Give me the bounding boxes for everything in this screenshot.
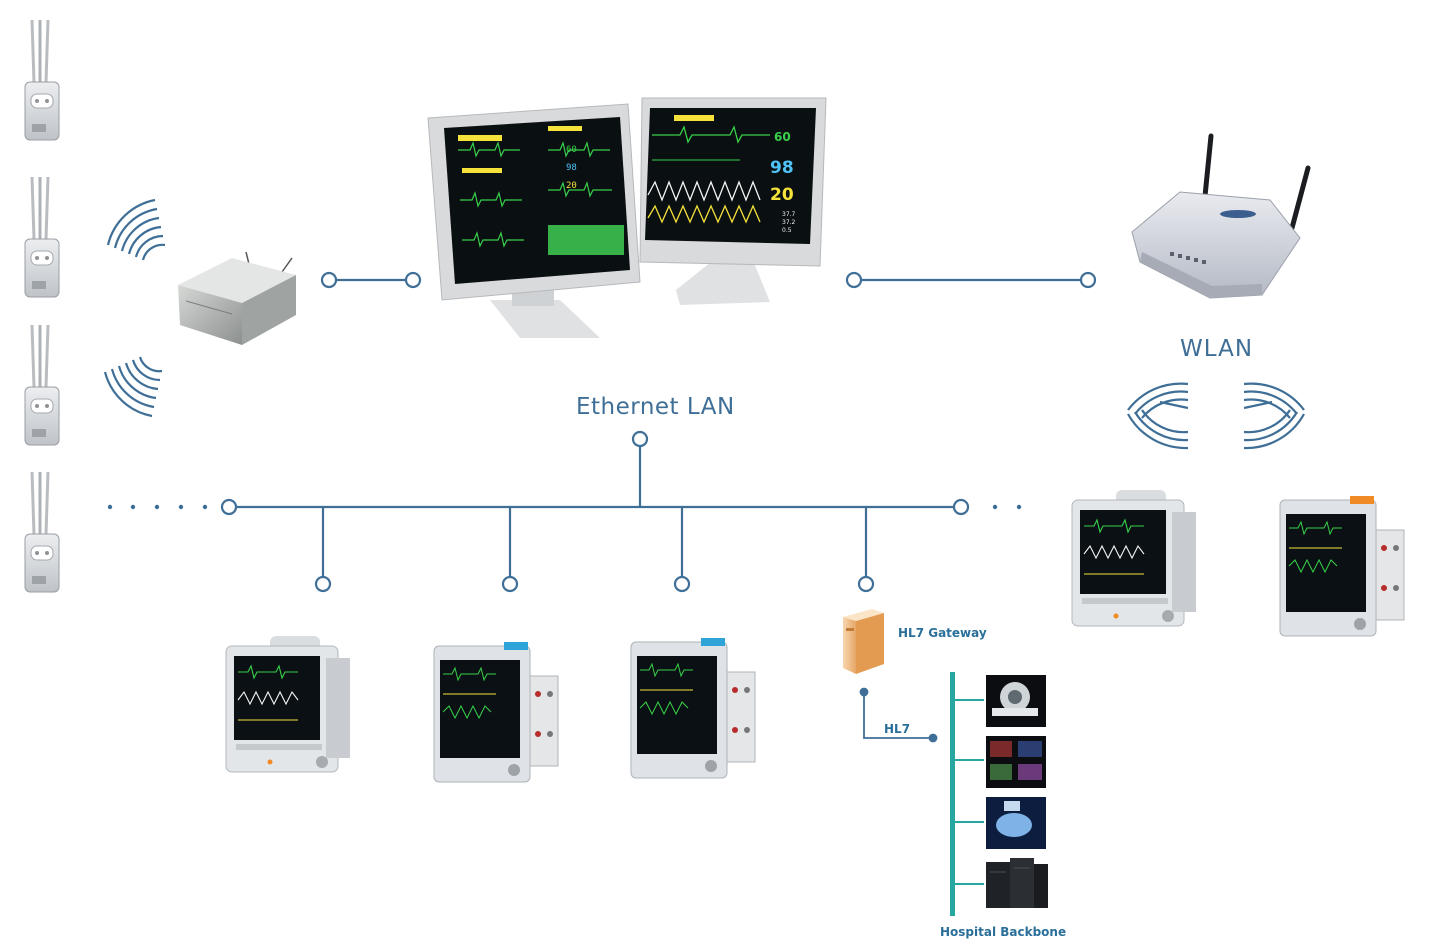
hospital-backbone-label: Hospital Backbone <box>940 925 1067 939</box>
telemetry-transmitter-icon <box>24 176 60 298</box>
hl7-link <box>859 687 938 743</box>
radio-wave-icon <box>106 198 166 261</box>
radio-wave-icon <box>1127 382 1189 450</box>
central-station-monitor-icon <box>427 97 827 338</box>
rr-readout: 20 <box>770 185 794 205</box>
td-readout: 0.5 <box>782 227 792 234</box>
connector-lines <box>320 271 1097 289</box>
patient-monitor-icon <box>225 636 350 773</box>
radio-wave-icon <box>1243 382 1305 450</box>
hr-readout: 60 <box>774 130 791 144</box>
ethernet-bus <box>220 430 970 593</box>
wireless-router-icon <box>1131 133 1311 299</box>
surgery-image-icon <box>986 797 1046 849</box>
left-screen-readout-3: 20 <box>566 181 577 191</box>
patient-monitor-icon <box>1071 490 1196 627</box>
ethernet-lan-label: Ethernet LAN <box>576 394 735 420</box>
left-screen-readout-1: 60 <box>566 145 577 155</box>
left-screen-readout-2: 98 <box>566 163 577 173</box>
hl7-gateway-label: HL7 Gateway <box>898 626 987 640</box>
wlan-label: WLAN <box>1180 336 1254 362</box>
patient-monitor-icon <box>630 638 756 779</box>
radio-wave-icon <box>103 356 163 418</box>
access-point-box-icon <box>178 251 296 345</box>
bus-continuation-dots <box>107 504 1022 510</box>
t2-readout: 37.2 <box>782 219 796 226</box>
server-rack-image-icon <box>986 858 1048 908</box>
telemetry-transmitter-icon <box>24 324 60 446</box>
hl7-label: HL7 <box>884 722 911 736</box>
imaging-workstation-image-icon <box>986 736 1046 788</box>
telemetry-transmitter-icon <box>24 19 60 141</box>
gateway-server-icon <box>843 609 884 674</box>
t1-readout: 37.7 <box>782 211 796 218</box>
hospital-backbone-bus <box>950 672 984 916</box>
patient-monitor-icon <box>1279 496 1405 637</box>
ct-scanner-image-icon <box>986 675 1046 727</box>
telemetry-transmitter-icon <box>24 471 60 593</box>
patient-monitor-icon <box>433 642 559 783</box>
spo2-readout: 98 <box>770 158 794 178</box>
